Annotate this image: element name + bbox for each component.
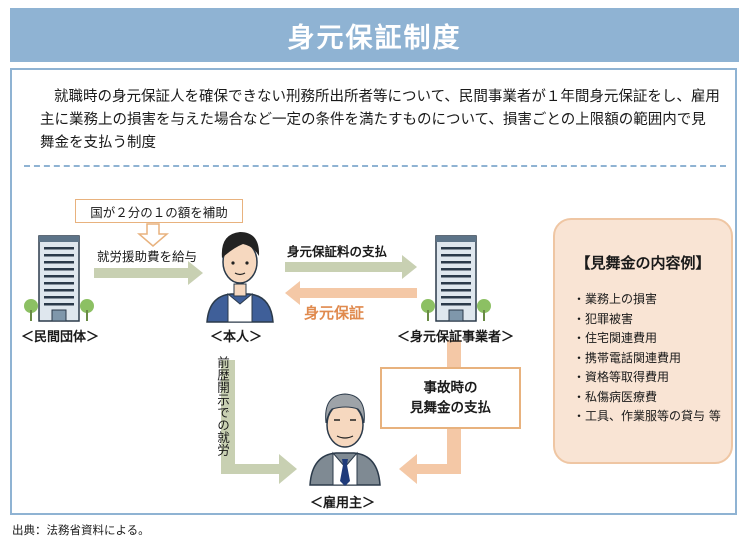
agent-guarantor: ＜身元保証事業者＞	[397, 330, 515, 345]
content-frame	[10, 68, 737, 515]
label-employment-support: 就労援助費を給与	[97, 249, 198, 264]
label-guarantee-fee: 身元保証料の支払	[287, 244, 388, 259]
description: 就職時の身元保証人を確保できない刑務所出所者等について、民間事業者が１年間身元保…	[40, 86, 720, 155]
source-note: 出典：法務省資料による。	[12, 523, 150, 537]
arrow-employment-support	[94, 261, 203, 285]
subsidy-arrow	[136, 223, 170, 247]
examples-title: 【見舞金の内容例】	[575, 254, 711, 272]
building-icon-private-org	[24, 235, 94, 322]
description-text: 就職時の身元保証人を確保できない刑務所出所者等について、民間事業者が１年間身元保…	[40, 89, 720, 151]
label-guarantee: 身元保証	[304, 304, 365, 322]
arrow-guarantee	[285, 281, 417, 305]
list-item: ・携帯電話関連費用	[573, 350, 682, 365]
accident-payment-box: 事故時の 見舞金の支払	[380, 367, 521, 429]
person-icon	[206, 232, 274, 323]
accident-payment-line2: 見舞金の支払	[410, 400, 491, 416]
page-title: 身元保証制度	[287, 22, 462, 54]
subsidy-note-text: 国が２分の１の額を補助	[90, 204, 228, 220]
list-item: ・私傷病医療費	[573, 389, 658, 404]
list-item: ・住宅関連費用	[573, 331, 658, 345]
list-item: ・犯罪被害	[573, 311, 634, 326]
arrow-guarantee-fee	[285, 255, 417, 279]
list-item: ・工具、作業服等の貸与 等	[573, 409, 721, 423]
agent-person: ＜本人＞	[210, 330, 263, 345]
dashed-divider	[24, 165, 726, 167]
accident-payment-line1: 事故時の	[423, 380, 478, 396]
list-item: ・業務上の損害	[573, 292, 658, 306]
title-bar: 身元保証制度	[10, 8, 739, 62]
subsidy-note: 国が２分の１の額を補助	[75, 199, 243, 223]
building-icon-guarantor	[421, 235, 491, 322]
agent-private-org: ＜民間団体＞	[21, 330, 100, 345]
arrow-disclosure-employment	[221, 360, 297, 484]
label-disclosure-employment: 前歴開示での就労	[215, 356, 230, 456]
examples-panel: 【見舞金の内容例】 ・業務上の損害 ・犯罪被害 ・住宅関連費用 ・携帯電話関連費…	[553, 218, 733, 464]
examples-list: ・業務上の損害 ・犯罪被害 ・住宅関連費用 ・携帯電話関連費用 ・資格等取得費用…	[573, 290, 721, 427]
employer-icon	[309, 393, 381, 486]
list-item: ・資格等取得費用	[573, 370, 670, 384]
agent-employer: ＜雇用主＞	[310, 496, 376, 511]
